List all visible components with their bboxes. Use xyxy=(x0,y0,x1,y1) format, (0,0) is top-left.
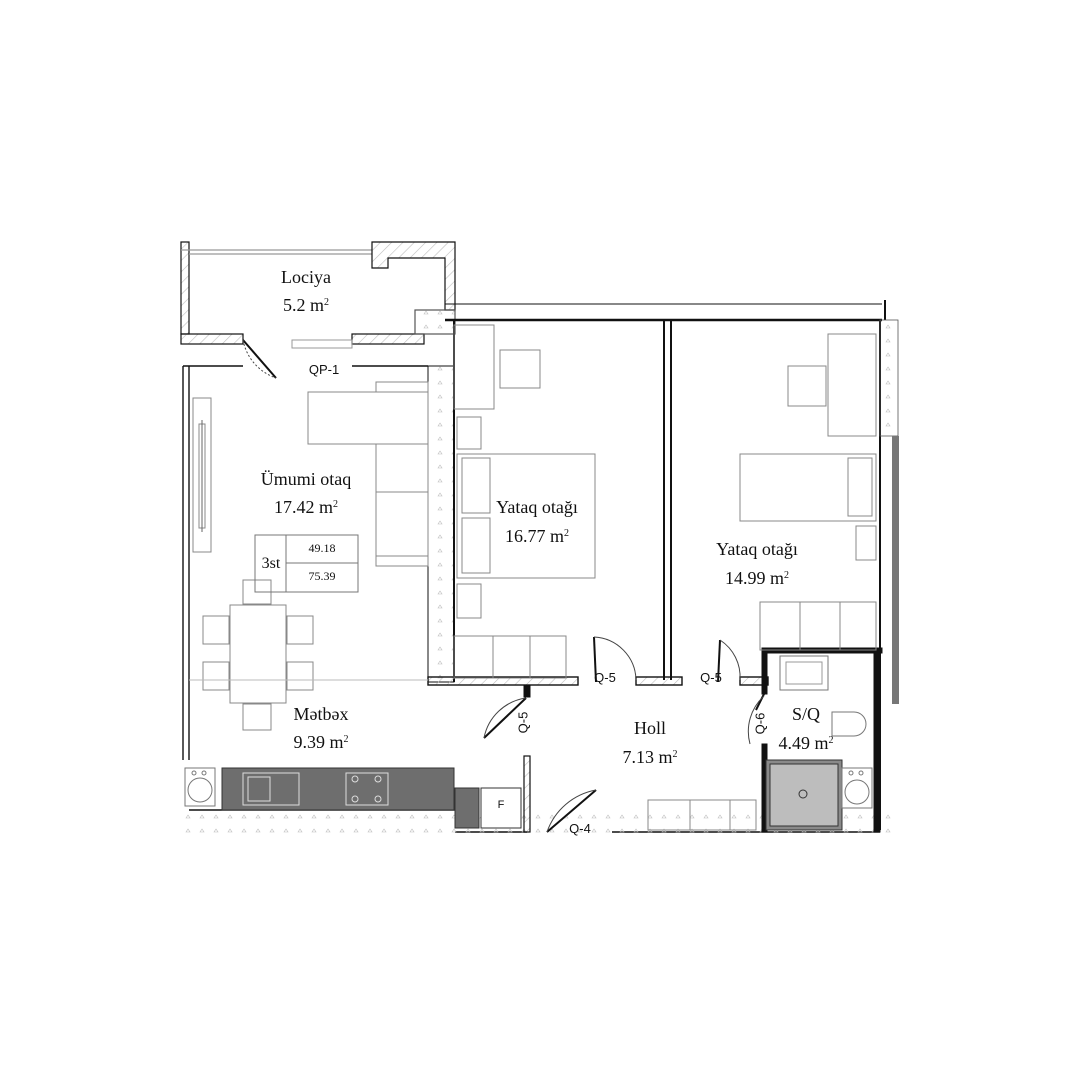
summary-total-area: 75.39 xyxy=(308,569,336,583)
washing-machine-right xyxy=(841,767,873,809)
washing-machine-left xyxy=(184,767,216,807)
room-name-umumi: Ümumi otaq xyxy=(260,469,352,489)
room-area-holl: 7.13 m2 xyxy=(610,748,690,766)
room-name-metbex: Mətbəx xyxy=(293,704,349,724)
hall-cabinet xyxy=(647,799,757,831)
doors xyxy=(242,339,765,833)
room-area-umumi: 17.42 m2 xyxy=(243,498,369,516)
kitchen-counter xyxy=(221,767,522,829)
room-area-yataq1-value: 16.77 m xyxy=(504,526,564,546)
door-tag-q4: Q-4 xyxy=(569,821,591,836)
room-area-lociya-unit: 2 xyxy=(324,297,329,308)
summary-living-area: 49.18 xyxy=(308,541,336,555)
room-area-metbex-value: 9.39 m xyxy=(293,732,344,752)
partition-wall-hatched xyxy=(427,365,455,683)
room-area-lociya: 5.2 m2 xyxy=(268,296,344,314)
bedroom1-furniture xyxy=(453,324,596,679)
right-hatch-wall xyxy=(879,319,899,437)
room-area-yataq2-unit: 2 xyxy=(784,570,789,581)
room-area-holl-unit: 2 xyxy=(672,749,678,760)
room-area-yataq2: 14.99 m2 xyxy=(700,569,814,587)
room-area-yataq1-unit: 2 xyxy=(564,528,569,539)
door-tag-q6: Q-6 xyxy=(752,712,768,735)
door-tag-q5-bedroom2: Q-5 xyxy=(700,670,722,685)
room-area-sq-unit: 2 xyxy=(828,735,834,746)
living-furniture xyxy=(189,381,429,731)
bedroom2-furniture xyxy=(739,333,877,651)
room-area-umumi-unit: 2 xyxy=(333,499,338,510)
room-area-yataq2-value: 14.99 m xyxy=(724,568,784,588)
door-tag-q5-bedroom1: Q-5 xyxy=(594,670,616,685)
right-dark-wall xyxy=(892,436,899,704)
room-name-lociya: Lociya xyxy=(281,267,331,287)
summary-table xyxy=(254,534,359,593)
room-area-metbex: 9.39 m2 xyxy=(274,733,368,751)
fridge-label: F xyxy=(497,799,505,811)
room-area-lociya-value: 5.2 m xyxy=(282,295,324,315)
room-name-holl: Holl xyxy=(633,718,666,738)
room-area-yataq1: 16.77 m2 xyxy=(480,527,594,545)
room-area-holl-value: 7.13 m xyxy=(622,747,673,767)
door-tag-qp1: QP-1 xyxy=(308,362,340,377)
door-tag-q5-kitchen: Q-5 xyxy=(515,711,531,734)
room-area-sq: 4.49 m2 xyxy=(764,734,848,752)
summary-type: 3st xyxy=(261,555,281,572)
room-area-metbex-unit: 2 xyxy=(343,734,349,745)
lociya-walls xyxy=(180,241,456,345)
room-area-sq-value: 4.49 m xyxy=(778,733,829,753)
room-name-yataq2: Yataq otağı xyxy=(716,539,798,559)
room-name-sq: S/Q xyxy=(791,704,820,724)
room-area-umumi-value: 17.42 m xyxy=(273,497,333,517)
bathroom-fixtures xyxy=(765,655,867,831)
room-name-yataq1: Yataq otağı xyxy=(496,497,578,517)
